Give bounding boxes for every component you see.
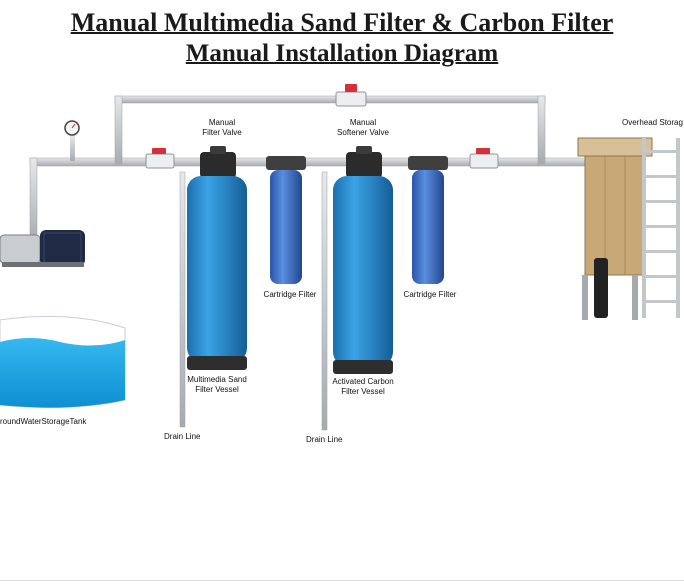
overhead-storage-label: Overhead Storag — [622, 118, 683, 127]
diagram-title: Manual Multimedia Sand Filter & Carbon F… — [70, 8, 614, 37]
overhead-storage-tank-icon — [577, 137, 653, 320]
cartridge-filter-1-label: Cartridge Filter — [263, 290, 317, 299]
cartridge-filter-1-icon — [266, 156, 306, 284]
drain-line-1-label: Drain Line — [164, 432, 201, 441]
cartridge-filter-2-label: Cartridge Filter — [403, 290, 457, 299]
ladder-icon — [642, 138, 680, 318]
outlet-valve-icon — [469, 148, 499, 169]
drain-line-2 — [321, 171, 328, 431]
main-pipe — [29, 95, 591, 244]
cartridge-filter-2-icon — [408, 156, 448, 284]
inlet-valve-icon — [145, 148, 175, 169]
ground-water-tank-icon — [0, 315, 126, 409]
bypass-valve-icon — [335, 84, 367, 107]
diagram-subtitle: Manual Installation Diagram — [185, 40, 499, 67]
pump-icon — [0, 230, 85, 267]
bottom-divider — [0, 580, 684, 581]
drain-line-2-label: Drain Line — [306, 435, 343, 444]
carbon-filter-vessel-icon — [333, 146, 393, 374]
ground-tank-label: roundWaterStorageTank — [0, 417, 87, 426]
drain-line-1 — [179, 171, 186, 428]
pressure-gauge-icon — [64, 120, 80, 136]
multimedia-filter-vessel-icon — [187, 146, 247, 370]
